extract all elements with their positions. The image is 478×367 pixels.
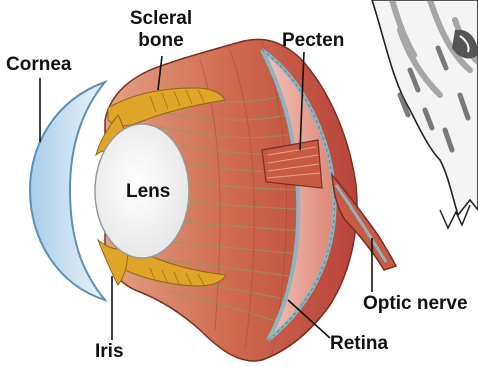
scleral-bone-label-line1: Scleral	[120, 8, 202, 30]
scleral-bone-label-line2: bone	[120, 30, 202, 52]
lens-label: Lens	[126, 181, 170, 203]
optic-nerve-label: Optic nerve	[363, 293, 468, 315]
retina-label: Retina	[330, 333, 388, 355]
iris-label: Iris	[95, 341, 124, 363]
bird-head-sketch	[372, 0, 478, 228]
scleral-bone-label: Scleral bone	[120, 8, 202, 52]
cornea-label: Cornea	[6, 54, 71, 76]
cornea	[30, 82, 105, 300]
pecten-label: Pecten	[282, 30, 344, 52]
